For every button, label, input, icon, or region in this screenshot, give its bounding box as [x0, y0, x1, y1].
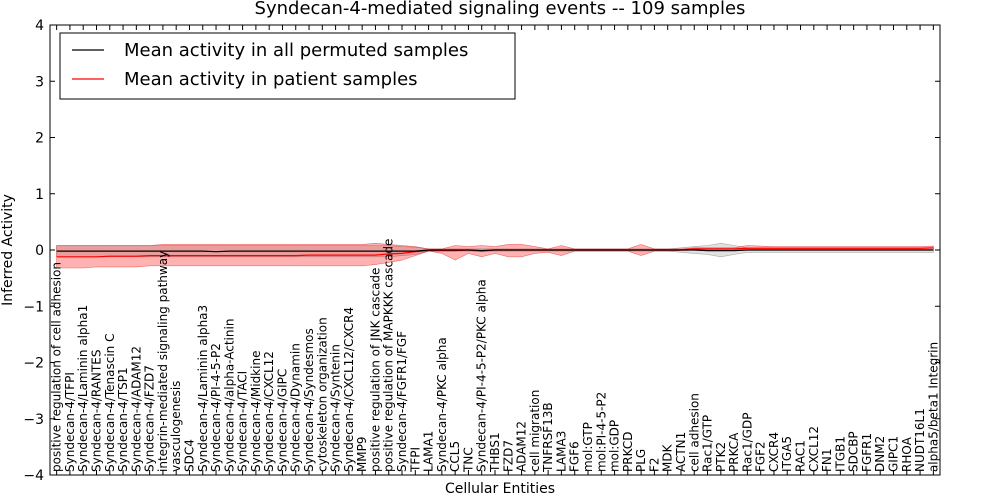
x-category-label: FN1 — [820, 448, 834, 472]
series-lines — [56, 247, 934, 258]
y-tick-label: −2 — [23, 356, 44, 372]
x-category-label: RHOA — [900, 436, 914, 472]
x-category-label: positive regulation of MAPKKK cascade — [382, 239, 396, 472]
x-category-label: Syndecan-4/PKC alpha — [435, 337, 449, 472]
x-category-label: TNC — [461, 447, 475, 473]
x-category-label: mol:PI-4-5-P2 — [594, 392, 608, 472]
x-category-label: PRKCD — [621, 432, 635, 472]
x-category-label: Rac1/GTP — [701, 415, 715, 472]
x-category-label: LAMA3 — [554, 431, 568, 472]
x-category-label: CXCR4 — [767, 432, 781, 472]
y-tick-label: −3 — [23, 412, 44, 428]
x-category-label: FGF6 — [568, 441, 582, 472]
x-category-label: FZD7 — [501, 440, 515, 472]
chart-title: Syndecan-4-mediated signaling events -- … — [255, 0, 746, 19]
x-category-label: Syndecan-4/CXCL12/CXCR4 — [342, 307, 356, 472]
plot-frame — [49, 24, 941, 476]
y-axis-label: Inferred Activity — [0, 194, 16, 306]
x-category-label: Syndecan-4/Tenascin C — [103, 334, 117, 473]
x-category-label: Syndecan-4/TSP1 — [116, 367, 130, 472]
x-category-label: PLG — [634, 449, 648, 472]
y-tick-label: 4 — [35, 18, 44, 34]
y-axis-ticks: 4 3 2 1 0 −1 −2 −3 −4 — [23, 18, 940, 484]
x-category-label: F2 — [647, 457, 661, 472]
x-category-label: Syndecan-4/TACI — [236, 371, 250, 472]
x-category-label: Syndecan-4/Syndesmos — [302, 328, 316, 472]
y-tick-label: 1 — [35, 187, 44, 203]
x-category-label: Syndecan-4/Syntenin — [329, 344, 343, 472]
x-axis-ticks — [56, 25, 934, 475]
line-series-0 — [56, 249, 934, 253]
x-category-label: Syndecan-4/Dynamin — [289, 343, 303, 472]
x-category-label: SDCBP — [847, 431, 861, 472]
x-category-label: DNM2 — [873, 436, 887, 472]
x-category-label: Syndecan-4/TFPI — [63, 372, 77, 472]
x-category-label: Syndecan-4/CXCL12 — [262, 351, 276, 472]
x-category-label: Syndecan-4/PI-4-5-P2 — [209, 343, 223, 472]
x-category-label: cell migration — [528, 390, 542, 472]
x-axis-label: Cellular Entities — [445, 481, 555, 497]
x-category-label: mol:GTP — [581, 422, 595, 472]
x-category-label: NUDT16L1 — [913, 408, 927, 472]
x-category-label: SDC4 — [183, 439, 197, 472]
x-category-label: cell adhesion — [687, 393, 701, 472]
x-category-label: cytoskeleton organization — [315, 317, 329, 472]
x-category-label: GIPC1 — [887, 436, 901, 472]
x-category-label: positive regulation of cell adhesion — [50, 262, 64, 472]
x-category-label: Syndecan-4/PI-4-5-P2/PKC alpha — [475, 279, 489, 472]
y-tick-label: 2 — [35, 131, 44, 147]
x-category-label: ADAM12 — [515, 421, 529, 472]
legend-label-permuted: Mean activity in all permuted samples — [124, 40, 468, 61]
x-category-label: MDK — [661, 443, 675, 472]
x-category-label: Syndecan-4/RANTES — [90, 350, 104, 472]
x-category-label: THBS1 — [488, 432, 502, 473]
legend-label-patient: Mean activity in patient samples — [124, 69, 418, 90]
legend: Mean activity in all permuted samples Me… — [59, 32, 516, 100]
x-category-label: TFPI — [408, 447, 422, 473]
x-category-label: Syndecan-4/FZD7 — [143, 365, 157, 472]
x-category-label: FGF2 — [754, 441, 768, 472]
x-category-label: alpha5/beta1 Integrin — [926, 342, 940, 472]
x-category-label: ITGB1 — [833, 436, 847, 472]
x-category-label: positive regulation of JNK cascade — [368, 268, 382, 472]
x-category-label: Syndecan-4/Laminin alpha3 — [196, 305, 210, 472]
x-category-label: CCL5 — [448, 441, 462, 472]
y-tick-label: −1 — [23, 299, 44, 315]
x-category-label: Syndecan-4/Midkine — [249, 351, 263, 472]
x-category-label: integrin-mediated signaling pathway — [156, 251, 170, 472]
y-tick-label: 0 — [35, 243, 44, 259]
x-category-label: Syndecan-4/alpha-Actinin — [222, 319, 236, 472]
legend-box — [59, 32, 516, 100]
y-tick-label: 3 — [35, 74, 44, 90]
x-category-label: Syndecan-4/FGFR1/FGF — [395, 331, 409, 472]
x-category-label: Syndecan-4/GIPC — [276, 369, 290, 472]
x-category-label: PRKCA — [727, 432, 741, 472]
x-category-label: Syndecan-4/ADAM12 — [129, 346, 143, 472]
y-tick-label: −4 — [23, 468, 44, 484]
x-category-label: Rac1/GDP — [740, 413, 754, 472]
x-category-label: mol:GDP — [608, 420, 622, 472]
x-category-label: ITGA5 — [780, 436, 794, 472]
x-category-label: ACTN1 — [674, 432, 688, 472]
x-category-label: CXCL12 — [807, 426, 821, 472]
x-category-label: RAC1 — [794, 440, 808, 472]
x-category-label: MMP9 — [355, 436, 369, 472]
x-category-label: Syndecan-4/Laminin alpha1 — [76, 305, 90, 472]
x-category-label: vasculogenesis — [169, 381, 183, 472]
x-category-label: LAMA1 — [422, 431, 436, 472]
x-category-label: PTK2 — [714, 442, 728, 472]
x-category-label: TNFRSF13B — [541, 402, 555, 473]
x-category-label: FGFR1 — [860, 433, 874, 472]
